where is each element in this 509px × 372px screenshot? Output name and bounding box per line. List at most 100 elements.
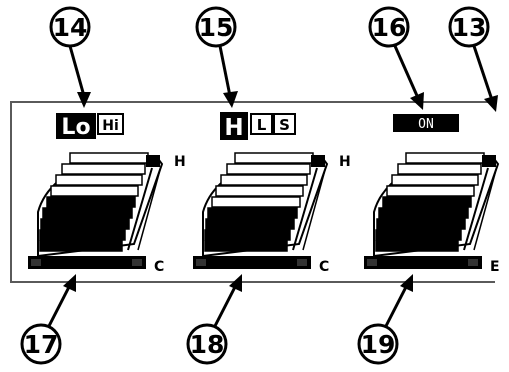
gauge-base-cap-right <box>132 259 142 266</box>
gauge-1: HC <box>28 152 186 275</box>
callout-16: 16 <box>368 6 424 110</box>
gauge-base-cap-right <box>468 259 478 266</box>
gauge-top-label: H <box>174 154 186 170</box>
gauge-segment-filled <box>204 229 291 241</box>
gauge-bottom-label: E <box>490 259 500 275</box>
leader-line <box>384 284 409 327</box>
status-label: ON <box>418 117 434 132</box>
gauge-segment-filled <box>40 218 130 230</box>
callout-number: 13 <box>452 13 487 42</box>
range-indicator: Lo Hi <box>56 113 124 140</box>
gauge-bottom-label: C <box>154 259 164 275</box>
gauge-segment-filled <box>207 207 298 219</box>
gauge-segment-filled <box>42 207 133 219</box>
leader-line <box>213 284 238 327</box>
callout-19: 19 <box>357 274 413 365</box>
gauge-top-marker <box>311 155 325 167</box>
gauge-segment-empty <box>69 152 149 164</box>
gauge-segment-empty <box>55 174 143 186</box>
gauge-scale-line <box>302 169 326 251</box>
gauge-segment-filled <box>204 240 288 252</box>
arrowhead <box>223 91 238 108</box>
gauge-segment-empty <box>61 163 146 175</box>
callout-18: 18 <box>186 274 242 365</box>
range-lo-box <box>56 113 96 139</box>
gauge-segment-empty <box>391 174 479 186</box>
gauge-segment-empty <box>405 152 485 164</box>
gauge-scale-line <box>292 167 318 251</box>
callout-circle <box>448 6 490 48</box>
arrowhead <box>77 92 91 108</box>
gauge-segment-filled <box>376 218 466 230</box>
callout-number: 17 <box>24 330 59 359</box>
gauge-segment-empty <box>386 185 475 197</box>
callout-13: 13 <box>448 6 498 112</box>
gauge-base-bar <box>193 256 311 269</box>
gauge-segment-empty <box>226 163 311 175</box>
gauge-scale-line <box>137 169 161 251</box>
gauge-segment-filled <box>39 240 123 252</box>
callout-number: 16 <box>372 13 407 42</box>
arrowhead <box>63 274 76 292</box>
mode-h-label: H <box>224 115 243 141</box>
callout-number: 14 <box>53 13 88 42</box>
mode-s-box <box>273 113 296 135</box>
callout-15: 15 <box>195 6 238 108</box>
gauge-2: HC <box>193 152 351 275</box>
arrowhead <box>229 274 242 292</box>
gauge-segment-empty <box>50 185 139 197</box>
gauge-segment-empty <box>397 163 482 175</box>
leader-line <box>68 45 86 97</box>
gauge-segment-empty <box>211 196 301 208</box>
leader-line <box>218 45 232 97</box>
gauge-scale-line <box>127 167 153 251</box>
callout-circle <box>195 6 237 48</box>
range-lo-label: Lo <box>61 115 90 140</box>
gauge-segment-empty <box>234 152 314 164</box>
range-hi-label: Hi <box>102 118 119 134</box>
gauge-top-label: H <box>339 154 351 170</box>
mode-l-label: L <box>257 116 267 134</box>
gauge-segment-filled <box>382 196 472 208</box>
callout-number: 19 <box>361 330 396 359</box>
mode-h-box <box>220 112 248 140</box>
gauge-top-marker <box>482 155 496 167</box>
panel-outline <box>10 101 495 283</box>
range-hi-box <box>97 113 124 135</box>
leader-line <box>47 284 72 327</box>
callout-14: 14 <box>49 6 91 108</box>
callout-circle <box>20 323 62 365</box>
gauge-base-bar <box>364 256 482 269</box>
gauge-segment-filled <box>39 229 126 241</box>
status-box <box>393 114 459 132</box>
arrowhead <box>400 274 413 292</box>
callout-circle <box>368 6 410 48</box>
gauge-segment-empty <box>215 185 304 197</box>
gauge-3: FE <box>364 152 500 275</box>
gauge-segment-empty <box>220 174 308 186</box>
leader-line <box>472 45 494 101</box>
gauge-base-cap-right <box>297 259 307 266</box>
gauge-base-cap-left <box>196 259 206 266</box>
mode-indicator: H L S <box>220 112 296 141</box>
callout-number: 15 <box>199 13 234 42</box>
gauge-scale-line <box>463 167 489 251</box>
status-indicator: ON <box>393 114 459 132</box>
leader-line <box>393 45 420 99</box>
gauge-bottom-label: C <box>319 259 329 275</box>
callout-circle <box>357 323 399 365</box>
mode-s-label: S <box>279 116 290 134</box>
arrowhead <box>484 95 498 112</box>
gauge-base-bar <box>28 256 146 269</box>
gauge-segment-filled <box>205 218 295 230</box>
gauge-segment-filled <box>378 207 469 219</box>
callout-circle <box>186 323 228 365</box>
callout-17: 17 <box>20 274 76 365</box>
gauge-base-cap-left <box>367 259 377 266</box>
gauge-segment-filled <box>375 229 462 241</box>
gauge-base-cap-left <box>31 259 41 266</box>
gauge-scale-line <box>473 169 497 251</box>
mode-l-box <box>250 113 273 135</box>
gauge-segment-filled <box>375 240 459 252</box>
